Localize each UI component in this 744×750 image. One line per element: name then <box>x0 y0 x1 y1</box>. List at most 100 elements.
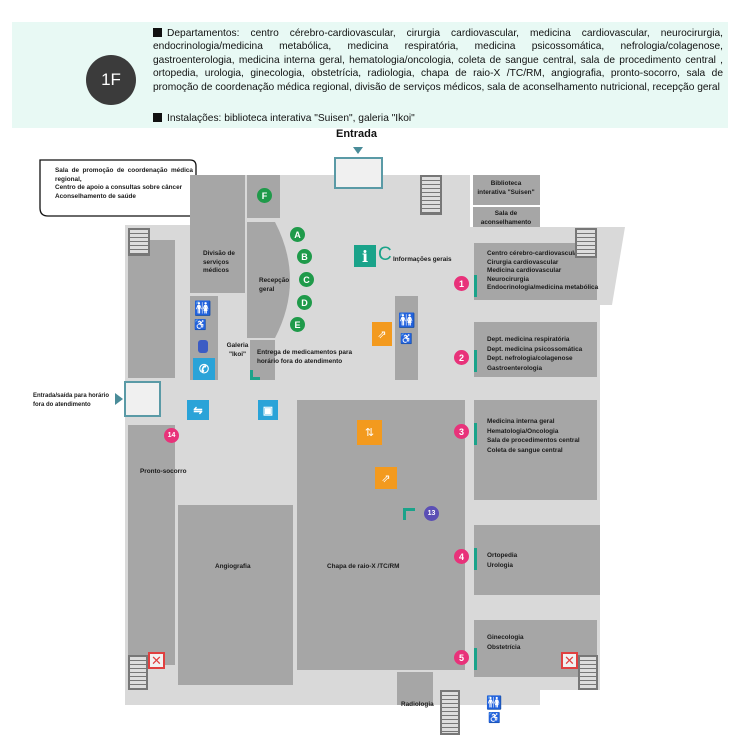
dept-item: Cirurgia cardiovascular <box>487 258 559 266</box>
dept-item: Urologia <box>487 562 513 569</box>
dept-item: Neurocirurgia <box>487 275 529 283</box>
medicine-pickup-label: Entrega de medicamentos para horário for… <box>257 349 352 365</box>
door-4 <box>474 548 477 570</box>
restroom-icon: 🚻 <box>486 695 503 710</box>
escalator-icon: ⇗ <box>375 467 397 489</box>
callout-line: Sala de promoção de coordenação médica r… <box>55 167 193 183</box>
dept-item: Hematologia/Oncologia <box>487 427 559 435</box>
info-label: Informações gerais <box>393 256 452 263</box>
library-room <box>473 175 540 205</box>
callout-line: Centro de apoio a consultas sobre câncer <box>55 184 183 191</box>
medical-services-room <box>190 175 245 293</box>
no-entry-icon: ✕ <box>148 652 165 669</box>
callout-line: Aconselhamento de saúde <box>55 192 136 200</box>
radiology-label: Radiologia <box>401 701 434 708</box>
dept-item: Sala de procedimentos central <box>487 437 580 444</box>
door-5 <box>474 648 477 670</box>
block-marker-2: 2 <box>454 350 469 365</box>
restroom-icon: 🚻 <box>194 300 212 316</box>
stairs-icon <box>578 655 598 690</box>
counseling-label: Sala de aconselhamento <box>480 210 532 226</box>
marker-14: 14 <box>164 428 179 443</box>
accessible-icon: ♿ <box>400 334 413 345</box>
side-entrance-arrow <box>115 393 123 405</box>
dept-item: Gastroenterologia <box>487 364 543 372</box>
angiography-room <box>178 505 293 685</box>
facilities-text: Instalações: biblioteca interativa "Suis… <box>153 112 723 125</box>
restroom-icon: 🚻 <box>398 312 416 328</box>
accessible-icon: ♿ <box>194 320 207 331</box>
angiography-label: Angiografia <box>215 563 251 570</box>
departments-list: Departamentos: centro cérebro-cardiovasc… <box>153 28 723 93</box>
gallery-label: Galeria "Ikoi" <box>226 342 249 358</box>
dept-block-2 <box>474 322 597 377</box>
block-marker-3: 3 <box>454 424 469 439</box>
door-1 <box>474 275 477 297</box>
escalator-icon: ⇗ <box>372 322 392 346</box>
elevator-icon: ⇅ <box>357 420 382 445</box>
door-marker <box>250 370 260 380</box>
stairs-icon <box>440 690 460 735</box>
dept-item: Obstetrícia <box>487 644 521 651</box>
medicine-pickup-room <box>250 340 275 380</box>
stairs-icon <box>128 655 148 690</box>
counter-f: F <box>257 188 272 203</box>
no-entry-icon: ✕ <box>561 652 578 669</box>
floor-badge: 1F <box>86 55 136 105</box>
xray-room <box>297 400 465 670</box>
dept-item: Medicina interna geral <box>487 418 555 425</box>
counter-e: E <box>290 317 305 332</box>
dept-block-4 <box>474 525 600 595</box>
info-counter-letter: C <box>378 244 392 265</box>
dept-item: Dept. nefrologia/colagenose <box>487 355 573 362</box>
medical-services-label: Divisão de serviços médicos <box>203 250 235 274</box>
vending-icon: ▣ <box>258 400 278 420</box>
counseling-room <box>473 207 540 227</box>
counter-b: B <box>297 249 312 264</box>
reception-label: Recepção geral <box>259 277 290 293</box>
dept-item: Medicina cardiovascular <box>487 267 562 274</box>
accessible-icon: ♿ <box>488 713 501 724</box>
ostomate-icon <box>198 340 208 353</box>
stairs-icon <box>128 228 150 256</box>
door-2 <box>474 350 477 372</box>
block-marker-5: 5 <box>454 650 469 665</box>
stairs-icon <box>420 175 442 215</box>
xray-label: Chapa de raio-X /TC/RM <box>327 563 400 570</box>
info-icon: i <box>354 245 376 267</box>
facilities-list: Instalações: biblioteca interativa "Suis… <box>167 113 415 124</box>
counter-a: A <box>290 227 305 242</box>
phone-icon: ✆ <box>193 358 215 380</box>
entrance-label: Entrada <box>336 128 377 140</box>
dept-item: Ortopedia <box>487 552 518 559</box>
entrance-arrow <box>353 147 363 154</box>
block-marker-4: 4 <box>454 549 469 564</box>
reception-desk <box>247 222 290 338</box>
counter-d: D <box>297 295 312 310</box>
after-hours-entrance-label: Entrada/saída para horário fora do atend… <box>33 393 110 408</box>
stairs-icon <box>575 228 597 258</box>
left-room <box>128 240 175 378</box>
emergency-room <box>128 425 175 665</box>
counter-c: C <box>299 272 314 287</box>
emergency-label: Pronto-socorro <box>140 468 187 475</box>
dept-item: Dept. medicina psicossomática <box>487 345 583 353</box>
dept-item: Endocrinologia/medicina metabólica <box>487 284 599 291</box>
dept-item: Dept. medicina respiratória <box>487 336 570 343</box>
dept-item: Centro cérebro-cardiovascular <box>487 250 581 257</box>
restroom-block-center <box>395 296 418 380</box>
block-marker-1: 1 <box>454 276 469 291</box>
dept-item: Coleta de sangue central <box>487 446 563 454</box>
departments-text: Departamentos: centro cérebro-cardiovasc… <box>153 27 723 94</box>
atm-icon: ⇋ <box>187 400 209 420</box>
dept-block-3 <box>474 400 597 500</box>
marker-13: 13 <box>424 506 439 521</box>
door-marker <box>403 508 415 520</box>
callout-text: Sala de promoção de coordenação médica r… <box>55 167 193 201</box>
dept-item: Ginecologia <box>487 634 524 641</box>
